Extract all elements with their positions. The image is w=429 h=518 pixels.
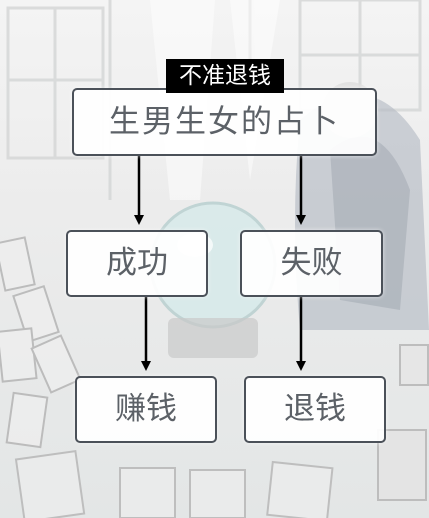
- no-refund-label: 不准退钱: [166, 59, 284, 93]
- node-success: 成功: [66, 230, 208, 297]
- node-root: 生男生女的占卜: [72, 88, 377, 156]
- node-earn-money: 赚钱: [75, 376, 217, 443]
- node-refund: 退钱: [244, 376, 386, 443]
- node-fail: 失败: [240, 230, 383, 297]
